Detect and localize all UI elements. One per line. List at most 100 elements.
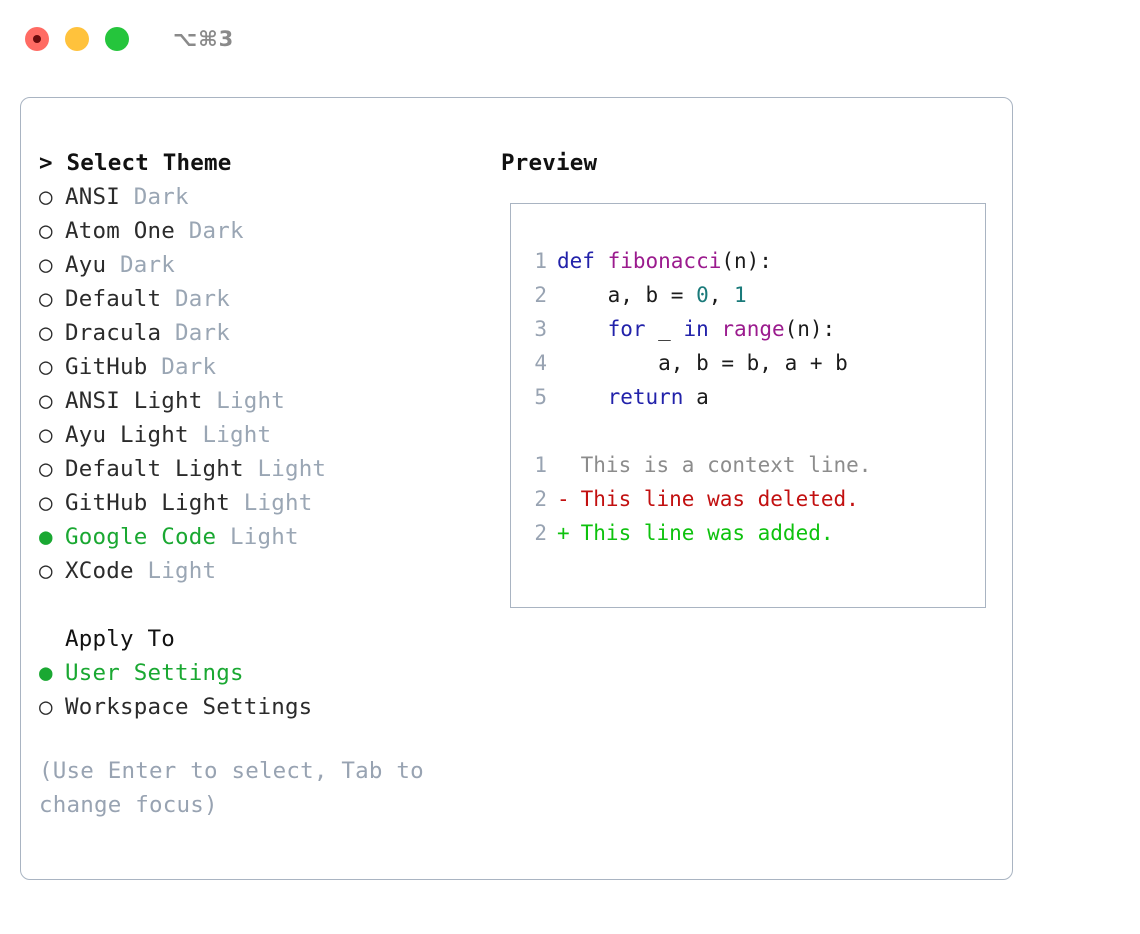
diff-line-ctx: 1 This is a context line. <box>525 448 985 482</box>
theme-option-xcode[interactable]: ○XCode Light <box>39 554 501 588</box>
theme-option-variant: Dark <box>147 354 217 380</box>
code-token-num: 0 <box>696 283 709 307</box>
diff-line-text: This line was deleted. <box>568 487 859 511</box>
theme-option-default[interactable]: ○ Default Dark <box>39 282 501 316</box>
code-token-kw: def <box>557 249 608 273</box>
traffic-lights <box>25 27 129 51</box>
list-spacer <box>39 588 501 622</box>
radio-unselected-icon: ○ <box>39 388 53 414</box>
radio-unselected-icon: ○ <box>39 422 53 448</box>
code-token-pln: _ <box>645 317 684 341</box>
main-panel: > Select Theme ○ANSI Dark○Atom One Dark○… <box>20 97 1013 880</box>
theme-option-label: XCode <box>65 558 134 584</box>
theme-option-label: Default <box>65 286 162 312</box>
code-line: 4 a, b = b, a + b <box>525 346 985 380</box>
theme-option-variant: Dark <box>106 252 175 278</box>
theme-option-ayu-light[interactable]: ○ Ayu Light Light <box>39 418 501 452</box>
code-line-number: 3 <box>534 317 547 341</box>
apply-to-option-workspace-settings[interactable]: ○Workspace Settings <box>39 690 501 724</box>
theme-option-label: ANSI Light <box>65 388 203 414</box>
code-token-pln: a, b = <box>557 283 697 307</box>
radio-unselected-icon: ○ <box>39 558 53 584</box>
diff-line-body: This is a context line. <box>557 453 872 477</box>
theme-list: ○ANSI Dark○Atom One Dark○Ayu Dark○Defaul… <box>39 180 501 588</box>
apply-to-heading: Apply To <box>65 626 175 652</box>
diff-line-add: 2 + This line was added. <box>525 516 985 550</box>
diff-line-text: This line was added. <box>568 521 834 545</box>
close-window-button[interactable] <box>25 27 49 51</box>
code-line: 2 a, b = 0, 1 <box>525 278 985 312</box>
diff-sign: + <box>557 521 570 545</box>
theme-option-variant: Dark <box>174 218 244 244</box>
code-line-number: 2 <box>534 283 547 307</box>
theme-option-variant: Light <box>202 388 285 414</box>
theme-option-google-code[interactable]: ●Google Code Light <box>39 520 501 554</box>
apply-to-option-label: User Settings <box>65 660 244 686</box>
diff-line-text: This is a context line. <box>568 453 872 477</box>
theme-option-atom-one[interactable]: ○Atom One Dark <box>39 214 501 248</box>
code-line-number: 4 <box>534 351 547 375</box>
theme-option-label: GitHub <box>65 354 148 380</box>
radio-unselected-icon: ○ <box>39 490 53 516</box>
code-token-pln <box>557 385 608 409</box>
apply-to-list: ● User Settings ○Workspace Settings <box>39 656 501 724</box>
theme-option-github[interactable]: ○GitHub Dark <box>39 350 501 384</box>
diff-line-number: 2 <box>534 521 547 545</box>
radio-unselected-icon: ○ <box>39 286 53 312</box>
theme-option-github-light[interactable]: ○GitHub Light Light <box>39 486 501 520</box>
code-token-fn: range <box>721 317 785 341</box>
theme-option-variant: Light <box>229 490 313 516</box>
radio-selected-icon: ● <box>39 660 53 686</box>
diff-line-number: 1 <box>534 453 547 477</box>
code-token-pln <box>709 317 722 341</box>
theme-option-variant: Dark <box>120 184 189 210</box>
code-token-pln: a, b = b, a + b <box>557 351 848 375</box>
hint-spacer <box>39 724 501 754</box>
theme-option-variant: Light <box>243 456 327 482</box>
maximize-window-button[interactable] <box>105 27 129 51</box>
theme-option-ansi-light[interactable]: ○ ANSI Light Light <box>39 384 501 418</box>
apply-to-option-user-settings[interactable]: ● User Settings <box>39 656 501 690</box>
theme-option-variant: Dark <box>161 286 230 312</box>
code-token-pln <box>557 317 608 341</box>
code-token-num: 1 <box>734 283 747 307</box>
code-token-pln: (n): <box>784 317 836 341</box>
diff-line-del: 2- This line was deleted. <box>525 482 985 516</box>
code-token-pln: (n): <box>721 249 772 273</box>
theme-option-variant: Light <box>188 422 272 448</box>
radio-unselected-icon: ○ <box>39 218 53 244</box>
radio-unselected-icon: ○ <box>39 320 53 346</box>
theme-option-default-light[interactable]: ○Default Light Light <box>39 452 501 486</box>
preview-heading: Preview <box>501 150 598 176</box>
radio-unselected-icon: ○ <box>39 456 53 482</box>
theme-option-label: Ayu <box>65 252 107 278</box>
code-token-pln: , <box>708 283 735 307</box>
diff-sign: - <box>557 487 570 511</box>
titlebar-shortcut-label: ⌥⌘3 <box>173 27 235 51</box>
titlebar: ⌥⌘3 <box>0 0 1140 78</box>
theme-selector-column: > Select Theme ○ANSI Dark○Atom One Dark○… <box>21 98 501 879</box>
code-token-kw: for <box>607 317 646 341</box>
diff-line-body: - This line was deleted. <box>557 487 859 511</box>
theme-option-label: Ayu Light <box>65 422 189 448</box>
code-line: 5 return a <box>525 380 985 414</box>
diff-sign <box>557 448 568 482</box>
diff-line-number: 2 <box>534 487 547 511</box>
code-token-kw: return <box>607 385 684 409</box>
theme-option-dracula[interactable]: ○Dracula Dark <box>39 316 501 350</box>
code-token-kw: in <box>683 317 709 341</box>
code-token-pln: a <box>683 385 709 409</box>
theme-option-variant: Light <box>216 524 299 550</box>
theme-option-ansi[interactable]: ○ANSI Dark <box>39 180 501 214</box>
code-line: 3 for _ in range(n): <box>525 312 985 346</box>
minimize-window-button[interactable] <box>65 27 89 51</box>
theme-option-label: ANSI <box>65 184 120 210</box>
select-theme-heading: > Select Theme <box>39 150 232 176</box>
theme-option-ayu[interactable]: ○Ayu Dark <box>39 248 501 282</box>
keyboard-hint-text: (Use Enter to select, Tab to change focu… <box>39 758 424 818</box>
diff-line-body: + This line was added. <box>557 521 834 545</box>
